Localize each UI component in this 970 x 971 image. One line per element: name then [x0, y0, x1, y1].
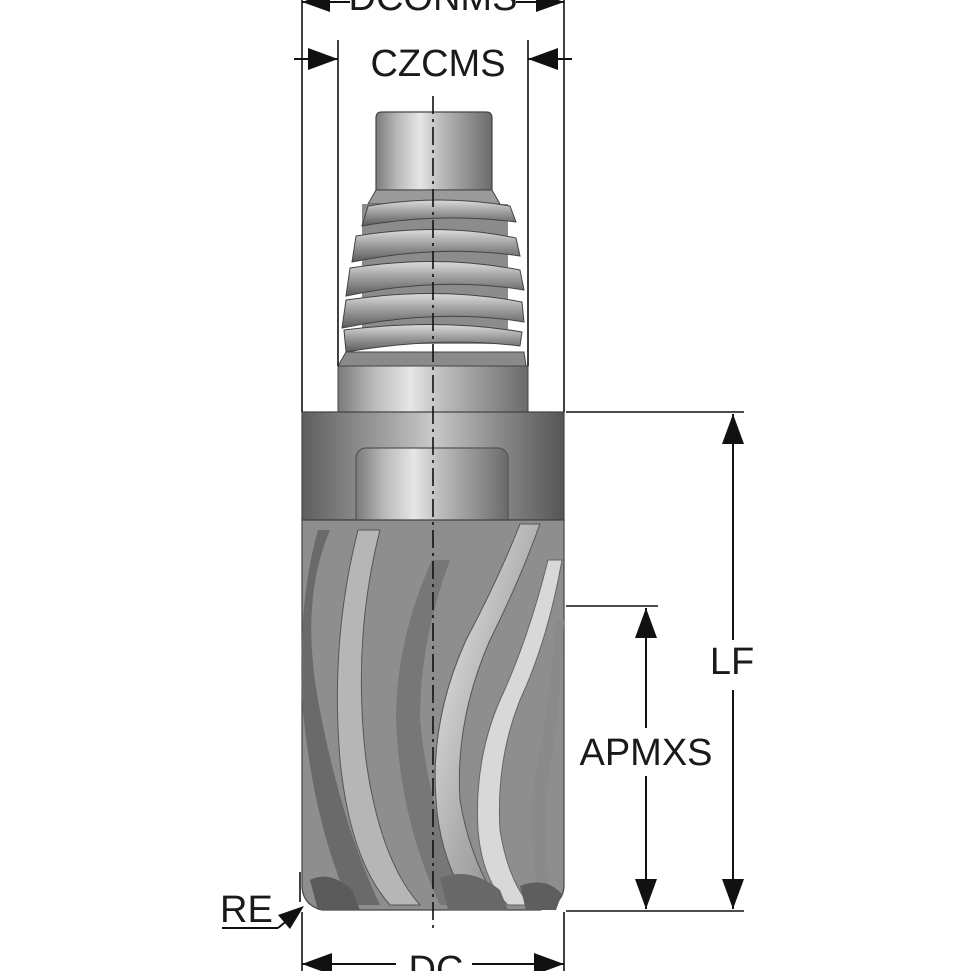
label-re: RE [220, 889, 273, 931]
threaded-shank-icon [341, 199, 525, 353]
extension-lines [299, 0, 744, 971]
dim-dconms: DCONMS [302, 0, 564, 19]
label-dconms: DCONMS [349, 0, 518, 19]
label-lf: LF [710, 641, 754, 683]
dim-dc: DC [302, 949, 564, 971]
dim-re: RE [220, 889, 304, 931]
dim-apmxs: APMXS [579, 608, 713, 909]
label-dc: DC [409, 949, 464, 971]
dim-czcms: CZCMS [294, 43, 572, 85]
pilot-cylinder [375, 111, 493, 191]
dim-lf: LF [710, 414, 754, 909]
label-apmxs: APMXS [579, 732, 712, 774]
label-czcms: CZCMS [370, 43, 505, 85]
milling-cutter-head-icon [301, 111, 565, 911]
